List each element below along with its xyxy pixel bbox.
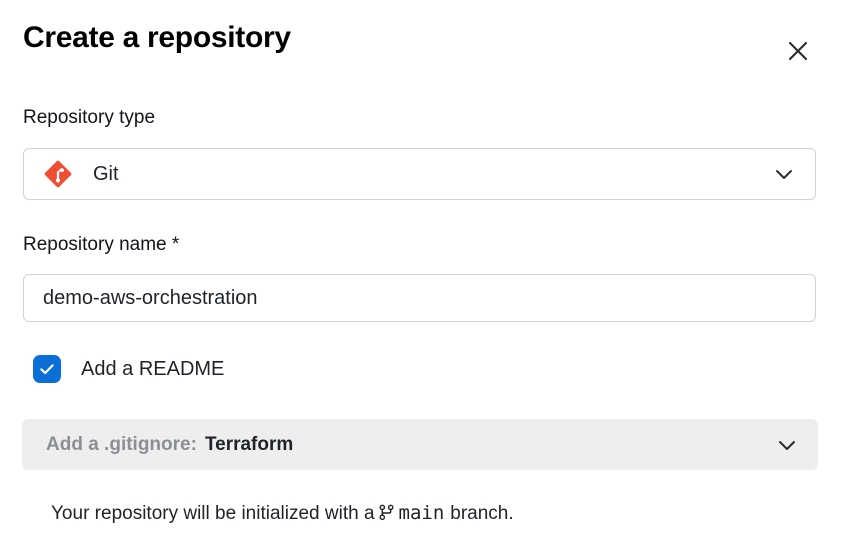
git-branch-icon: [378, 504, 395, 521]
repository-name-field[interactable]: [23, 274, 816, 322]
repository-name-input[interactable]: [24, 275, 815, 321]
repository-type-label: Repository type: [23, 107, 156, 128]
add-readme-label: Add a README: [81, 357, 225, 380]
gitignore-value: Terraform: [204, 433, 294, 455]
close-button[interactable]: [775, 28, 821, 74]
close-icon: [787, 40, 809, 62]
repository-type-value: Git: [93, 162, 119, 185]
initialization-note: Your repository will be initialized with…: [51, 502, 514, 525]
gitignore-prefix-label: Add a .gitignore:: [46, 433, 197, 455]
initialization-note-suffix: branch.: [450, 503, 514, 524]
gitignore-select[interactable]: Add a .gitignore: Terraform: [22, 419, 818, 470]
default-branch-name: main: [398, 502, 445, 524]
git-logo-icon: [44, 160, 72, 188]
repository-type-select[interactable]: Git: [23, 148, 816, 200]
repository-name-label: Repository name *: [23, 234, 180, 255]
page-title: Create a repository: [23, 21, 291, 54]
initialization-note-prefix: Your repository will be initialized with…: [51, 503, 375, 524]
chevron-down-icon[interactable]: [773, 163, 795, 185]
add-readme-checkbox[interactable]: [33, 355, 61, 383]
check-icon: [37, 359, 57, 379]
dialog-header: Create a repository: [23, 10, 830, 66]
chevron-down-icon[interactable]: [776, 434, 798, 456]
add-readme-row[interactable]: Add a README: [33, 355, 224, 383]
